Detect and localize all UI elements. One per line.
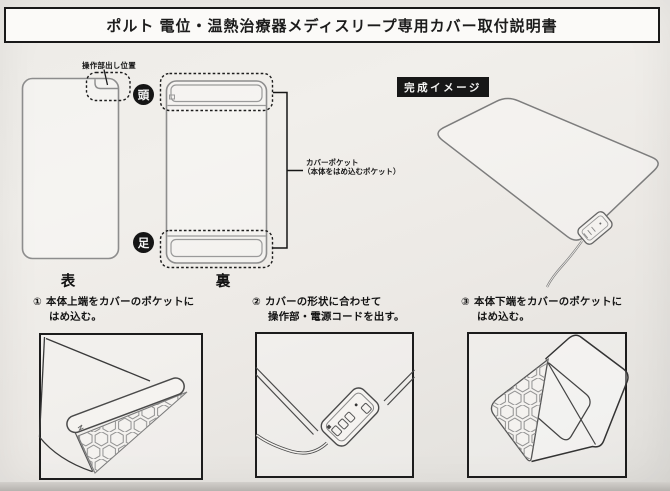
- photo-background-edge: [0, 482, 670, 491]
- step3-number: ③: [461, 297, 470, 308]
- page-title: ポルト 電位・温熱治療器メディスリープ専用カバー取付説明書: [106, 17, 558, 35]
- step1-number: ①: [33, 297, 42, 308]
- finished-image-heading: 完成イメージ: [397, 77, 489, 97]
- bottom-pocket-band: [170, 238, 263, 258]
- step3-fold-line: [545, 359, 597, 445]
- finished-mat-drawing: [437, 97, 659, 288]
- front-view-drawing: [21, 69, 131, 260]
- pocket-label-bracket: [273, 91, 303, 249]
- step3-line2: はめ込む。: [477, 312, 530, 323]
- pocket-label-line2: （本体をはめ込むポケット）: [303, 167, 401, 176]
- notch-dashed-highlight: [85, 71, 131, 102]
- step2-line2: 操作部・電源コードを出す。: [268, 312, 405, 323]
- notch-label: 操作部出し位置: [82, 61, 136, 70]
- pocket-label: カバーポケット （本体をはめ込むポケット）: [303, 158, 401, 176]
- step2-illustration: [255, 367, 415, 455]
- step1-fabric-mark: [77, 424, 84, 432]
- back-view-caption: 裏: [215, 274, 231, 290]
- finished-mat-controller: [577, 211, 613, 245]
- head-badge: 頭: [133, 84, 154, 105]
- top-pocket-band: [170, 84, 263, 103]
- back-view-drawing: [159, 72, 303, 269]
- notch-pointer-line: [103, 69, 109, 86]
- step3-illustration: [490, 334, 629, 463]
- front-view-notch: [94, 79, 119, 90]
- foot-badge: 足: [133, 232, 154, 253]
- step2-number: ②: [252, 297, 261, 308]
- step1-pocket-strip: [66, 377, 185, 434]
- step3-cover-outline: [531, 334, 629, 463]
- step1-line2: はめ込む。: [49, 312, 102, 323]
- front-view-caption: 表: [60, 274, 76, 290]
- top-pocket-notch: [169, 94, 175, 100]
- title-box: ポルト 電位・温熱治療器メディスリープ専用カバー取付説明書: [4, 7, 660, 43]
- step1-mat-edge: [73, 429, 94, 473]
- bottom-pocket-dashed-highlight: [159, 229, 274, 269]
- step2-controller: [320, 387, 380, 447]
- pocket-label-line1: カバーポケット: [306, 158, 359, 167]
- top-pocket-dashed-highlight: [159, 72, 274, 112]
- step1-illustration: [38, 336, 188, 474]
